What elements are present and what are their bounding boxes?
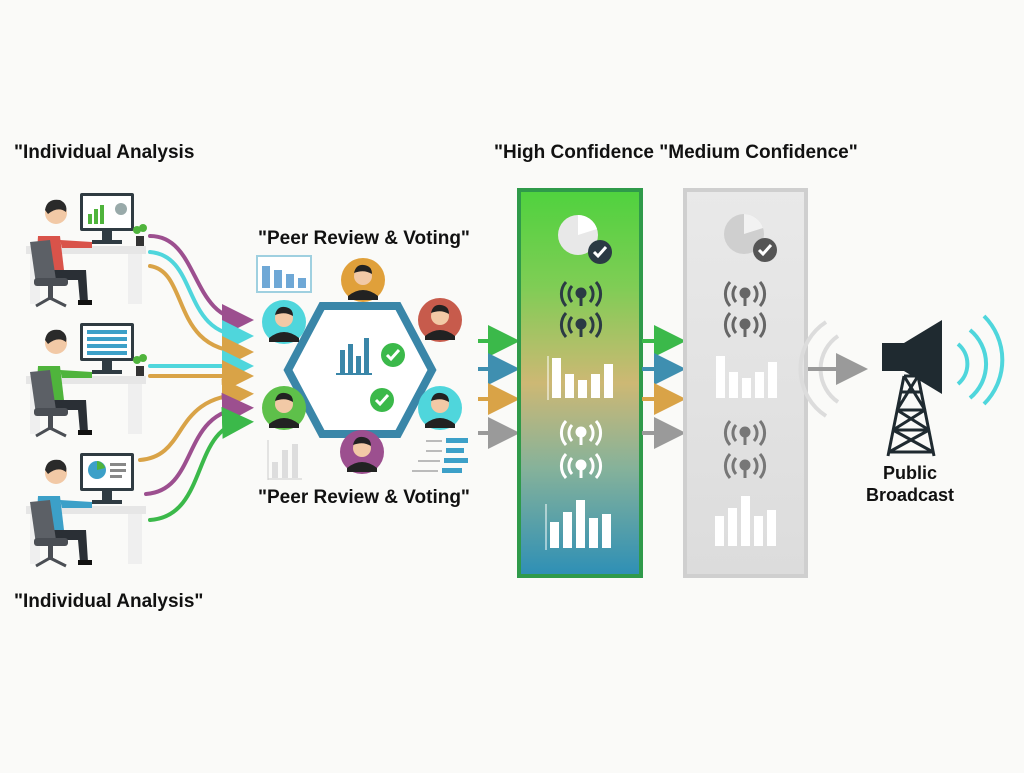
bar-chart-icon	[545, 500, 611, 550]
signal-tower-icon	[723, 453, 767, 479]
check-circle-icon	[370, 388, 394, 412]
reviewer-avatar-right-top	[418, 298, 462, 342]
high-to-medium-arrows	[642, 325, 686, 449]
reviewer-avatar-bottom	[340, 430, 384, 474]
bar-chart-icon	[256, 255, 312, 293]
individual-analysis-label-top: "Individual Analysis	[14, 142, 195, 163]
signal-tower-icon	[723, 420, 767, 446]
desktop-monitor-icon	[80, 323, 134, 374]
check-circle-icon	[381, 343, 405, 367]
potted-plant-icon	[133, 354, 147, 376]
pie-chart-icon	[558, 215, 598, 255]
broadcast-tower-icon	[886, 374, 936, 457]
bar-chart-icon	[715, 496, 776, 546]
hexagon-frame	[283, 302, 437, 438]
horizontal-bar-chart-icon	[412, 438, 468, 473]
flow-arrow-cyan-1	[148, 250, 254, 352]
reviewer-avatar-top	[341, 258, 385, 302]
check-circle-icon	[588, 240, 612, 264]
pie-chart-icon	[724, 214, 764, 254]
peer-review-cluster	[256, 255, 468, 480]
signal-tower-icon	[559, 312, 603, 338]
office-chair-icon	[30, 370, 68, 438]
public-broadcast-label: Public Broadcast	[865, 463, 955, 505]
flow-arrow-purple-1	[148, 234, 254, 336]
reviewer-avatar-left-top	[262, 300, 306, 344]
flow-arrow-orange-1	[148, 264, 254, 368]
office-chair-icon	[30, 240, 68, 308]
peer-review-label-top: "Peer Review & Voting"	[258, 228, 470, 249]
individual-analysis-label-bottom: "Individual Analysis"	[14, 591, 204, 612]
broadcast-waves	[956, 314, 1005, 406]
signal-tower-icon	[559, 420, 603, 446]
medium-confidence-panel	[683, 188, 808, 578]
flow-arrow-green-1	[148, 406, 254, 522]
analyst-workstation-3	[26, 453, 146, 568]
potted-plant-icon	[133, 224, 147, 246]
reviewer-avatar-right-bottom	[418, 386, 462, 430]
confidence-header-label: "High Confidence "Medium Confidence"	[494, 142, 858, 163]
desktop-monitor-icon	[80, 193, 134, 244]
bar-chart-icon	[547, 356, 613, 400]
peer-review-label-bottom: "Peer Review & Voting"	[258, 487, 470, 508]
reviewer-avatar-left-bottom	[262, 386, 306, 430]
analyst-workstation-2	[26, 323, 147, 438]
high-confidence-panel	[517, 188, 643, 578]
signal-tower-icon	[723, 312, 767, 338]
office-chair-icon	[30, 500, 68, 568]
bar-chart-icon	[336, 338, 372, 375]
signal-tower-icon	[559, 453, 603, 479]
analyst-to-review-arrows	[138, 234, 254, 522]
signal-tower-icon	[723, 281, 767, 307]
bar-chart-icon	[267, 440, 302, 480]
analyst-workstation-1	[26, 193, 147, 308]
review-to-high-arrows	[478, 325, 520, 449]
signal-tower-icon	[559, 281, 603, 307]
desktop-monitor-icon	[80, 453, 134, 504]
bar-chart-icon	[716, 356, 777, 398]
broadcast-section	[798, 314, 1005, 457]
check-circle-icon	[753, 238, 777, 262]
